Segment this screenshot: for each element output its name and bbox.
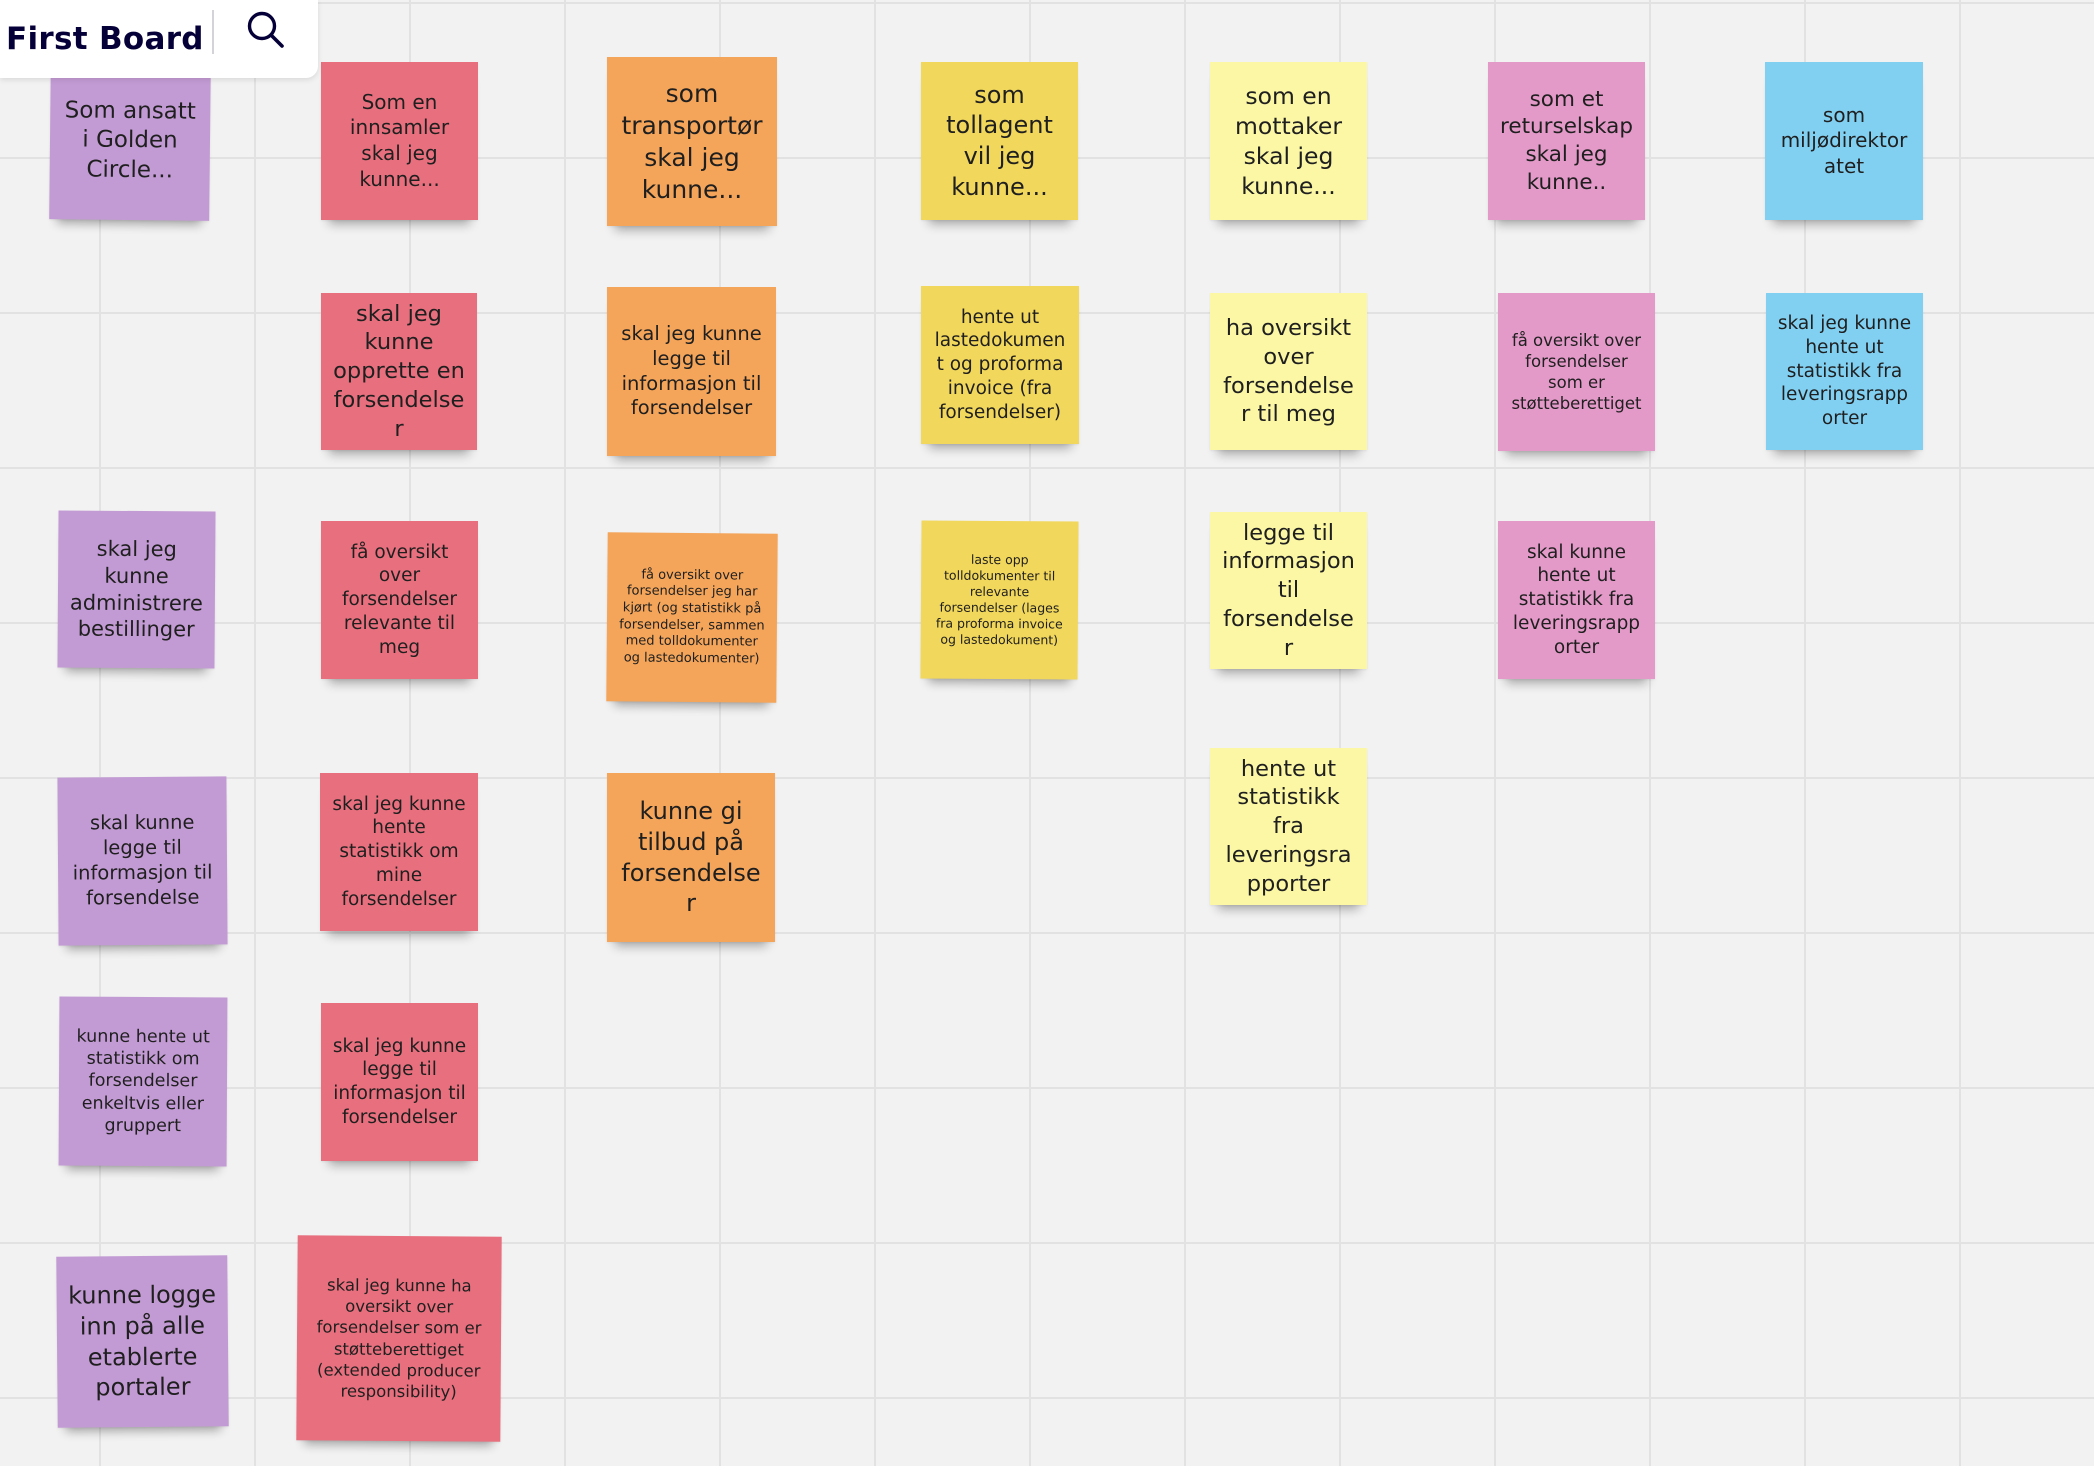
sticky-note[interactable]: som transportør skal jeg kunne...: [607, 57, 777, 226]
sticky-note[interactable]: som en mottaker skal jeg kunne...: [1210, 62, 1367, 220]
header-divider: [212, 10, 214, 54]
sticky-note[interactable]: hente ut lastedokument og proforma invoi…: [921, 286, 1079, 444]
sticky-note[interactable]: ha oversikt over forsendelser til meg: [1210, 293, 1367, 450]
sticky-note[interactable]: få oversikt over forsendelser relevante …: [321, 521, 478, 679]
sticky-note[interactable]: laste opp tolldokumenter til relevante f…: [920, 520, 1079, 680]
sticky-note[interactable]: legge til informasjon til forsendelser: [1210, 512, 1367, 669]
sticky-note[interactable]: som miljødirektoratet: [1765, 62, 1923, 220]
sticky-note[interactable]: som tollagent vil jeg kunne...: [921, 62, 1078, 220]
board-title[interactable]: First Board: [6, 21, 204, 57]
sticky-note[interactable]: Som en innsamler skal jeg kunne...: [321, 62, 478, 220]
sticky-note[interactable]: skal kunne legge til informasjon til for…: [57, 776, 228, 946]
search-button[interactable]: [240, 4, 292, 56]
sticky-note[interactable]: skal kunne hente ut statistikk fra lever…: [1498, 521, 1655, 679]
sticky-note[interactable]: Som ansatt i Golden Circle...: [49, 61, 211, 221]
sticky-note[interactable]: hente ut statistikk fra leveringsrapport…: [1210, 748, 1367, 905]
sticky-note[interactable]: skal jeg kunne ha oversikt over forsende…: [296, 1235, 502, 1442]
sticky-note[interactable]: skal jeg kunne legge til informasjon til…: [607, 287, 776, 456]
sticky-note[interactable]: skal jeg kunne hente statistikk om mine …: [320, 773, 478, 931]
sticky-note[interactable]: kunne logge inn på alle etablerte portal…: [56, 1255, 229, 1428]
sticky-note[interactable]: kunne hente ut statistikk om forsendelse…: [58, 996, 228, 1167]
sticky-note[interactable]: skal jeg kunne administrere bestillinger: [57, 510, 216, 669]
sticky-note[interactable]: skal jeg kunne legge til informasjon til…: [321, 1003, 478, 1161]
search-icon: [247, 11, 284, 48]
sticky-note[interactable]: som et returselskap skal jeg kunne..: [1488, 62, 1645, 220]
sticky-note[interactable]: skal jeg kunne opprette en forsendelser: [321, 293, 477, 450]
sticky-note[interactable]: kunne gi tilbud på forsendelser: [607, 773, 775, 942]
board-header: First Board: [0, 0, 318, 78]
sticky-note[interactable]: få oversikt over forsendelser jeg har kj…: [606, 532, 778, 703]
sticky-note[interactable]: få oversikt over forsendelser som er stø…: [1498, 293, 1655, 451]
sticky-note[interactable]: skal jeg kunne hente ut statistikk fra l…: [1766, 293, 1923, 450]
